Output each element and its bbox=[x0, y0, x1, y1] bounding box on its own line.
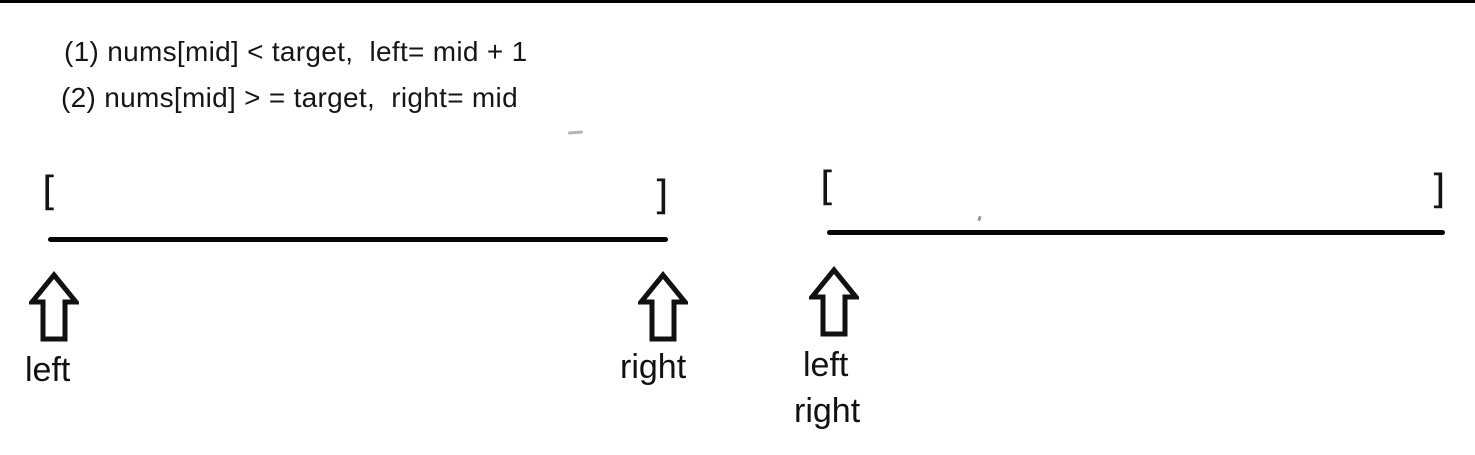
interval-line bbox=[48, 237, 668, 242]
stray-dash-mark bbox=[567, 130, 584, 135]
left-pointer-label: left bbox=[803, 346, 849, 384]
up-arrow-icon bbox=[638, 271, 688, 342]
close-bracket: ] bbox=[1430, 167, 1446, 213]
left-pointer-label: left bbox=[25, 351, 71, 389]
up-arrow-icon bbox=[809, 266, 859, 337]
open-bracket: [ bbox=[820, 164, 836, 210]
top-rule bbox=[0, 0, 1475, 3]
interval-line bbox=[827, 230, 1445, 235]
stray-speck-mark bbox=[977, 215, 982, 222]
up-arrow-icon bbox=[29, 271, 79, 342]
close-bracket: ] bbox=[653, 173, 669, 219]
right-pointer-label: right bbox=[620, 348, 687, 386]
condition-line-1: (1) nums[mid] < target, left= mid + 1 bbox=[64, 36, 528, 67]
condition-line-2: (2) nums[mid] > = target, right= mid bbox=[61, 82, 518, 113]
right-pointer-label: right bbox=[794, 392, 861, 430]
open-bracket: [ bbox=[42, 169, 58, 215]
